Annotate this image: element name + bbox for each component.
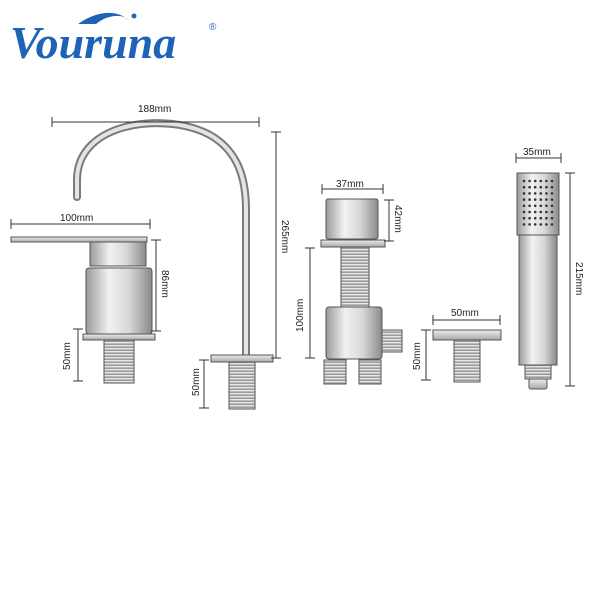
nozzle-dot: [533, 185, 537, 189]
registered-mark: ®: [209, 22, 217, 33]
nozzle-dot: [550, 223, 554, 226]
nozzle-dot: [545, 204, 548, 208]
diverter-cap: [325, 198, 379, 240]
nozzle-dot: [545, 179, 548, 183]
nozzle-dot: [539, 185, 543, 189]
nozzle-dot: [522, 179, 526, 183]
shower-drawing: 35mm 215mm: [515, 147, 584, 390]
nozzle-dot: [545, 185, 548, 189]
handle-drawing: 100mm 86mm 50mm: [10, 213, 170, 384]
nozzle-dot: [539, 179, 543, 183]
brand-logo: Vouruna ®: [10, 12, 217, 68]
handle-neck: [89, 241, 147, 267]
spout-drawing: 188mm 265mm 50mm: [51, 104, 290, 410]
nozzle-dot: [528, 223, 531, 226]
nozzle-dot: [539, 223, 543, 226]
nozzle-dot: [522, 204, 526, 208]
nozzle-dot: [528, 204, 531, 208]
spout-height-label: 265mm: [279, 220, 290, 253]
nozzle-dot: [533, 216, 537, 220]
nozzle-dot: [522, 216, 526, 220]
diverter-stem: [340, 246, 370, 308]
diverter-body: [325, 306, 383, 360]
plate-base-label: 50mm: [412, 342, 423, 370]
spout-width-label: 188mm: [138, 104, 171, 115]
handle-width-label: 100mm: [60, 213, 93, 224]
droplet-icon: [131, 13, 137, 19]
nozzle-dot: [550, 210, 554, 214]
nozzle-dot: [539, 216, 543, 220]
spout-thread: [228, 361, 256, 410]
nozzle-dot: [545, 192, 548, 195]
diverter-leg-right: [358, 359, 382, 385]
nozzle-dot: [528, 216, 531, 220]
shower-length-label: 215mm: [573, 262, 584, 295]
shower-handle: [518, 234, 558, 366]
nozzle-dot: [550, 179, 554, 183]
nozzle-dot: [539, 192, 543, 195]
nozzle-dot: [550, 216, 554, 220]
nozzle-dot: [539, 198, 543, 201]
nozzle-dot: [550, 192, 554, 195]
diverter-drawing: 37mm 42mm 100mm: [295, 179, 403, 385]
handle-height-label: 86mm: [159, 270, 170, 298]
diverter-outlet: [381, 329, 403, 353]
nozzle-dot: [539, 204, 543, 208]
diverter-ring: [320, 239, 386, 248]
handle-body: [85, 267, 153, 335]
plate-top: [432, 329, 502, 341]
nozzle-dot: [528, 179, 531, 183]
spout-base-label: 50mm: [191, 368, 202, 396]
nozzle-dot: [533, 223, 537, 226]
nozzle-dot: [528, 185, 531, 189]
shower-head: [516, 172, 560, 236]
shower-nut: [528, 378, 548, 390]
plate-drawing: 50mm 50mm: [412, 308, 502, 383]
handle-lever: [10, 236, 148, 243]
nozzle-dot: [522, 185, 526, 189]
shower-nozzle-grid: [522, 179, 554, 226]
nozzle-dot: [545, 198, 548, 201]
nozzle-dot: [522, 198, 526, 201]
plate-thread: [453, 339, 481, 383]
diverter-width-label: 37mm: [336, 179, 364, 190]
nozzle-dot: [545, 210, 548, 214]
brand-name: Vouruna: [10, 17, 176, 68]
spout-plate: [210, 354, 274, 363]
nozzle-dot: [533, 198, 537, 201]
nozzle-dot: [550, 198, 554, 201]
nozzle-dot: [545, 223, 548, 226]
nozzle-dot: [533, 204, 537, 208]
nozzle-dot: [528, 198, 531, 201]
shower-connector: [524, 364, 552, 380]
nozzle-dot: [522, 223, 526, 226]
wave-icon: [78, 12, 128, 24]
handle-base-label: 50mm: [62, 342, 73, 370]
diverter-leg-left: [323, 359, 347, 385]
nozzle-dot: [533, 179, 537, 183]
diverter-cap-label: 42mm: [392, 205, 403, 233]
nozzle-dot: [545, 216, 548, 220]
nozzle-dot: [528, 192, 531, 195]
handle-thread: [103, 339, 135, 384]
nozzle-dot: [522, 192, 526, 195]
nozzle-dot: [550, 185, 554, 189]
nozzle-dot: [539, 210, 543, 214]
handle-plate: [82, 333, 156, 341]
nozzle-dot: [533, 192, 537, 195]
plate-width-label: 50mm: [451, 308, 479, 319]
shower-width-label: 35mm: [523, 147, 551, 158]
diverter-body-label: 100mm: [295, 299, 306, 332]
nozzle-dot: [533, 210, 537, 214]
nozzle-dot: [522, 210, 526, 214]
nozzle-dot: [528, 210, 531, 214]
nozzle-dot: [550, 204, 554, 208]
